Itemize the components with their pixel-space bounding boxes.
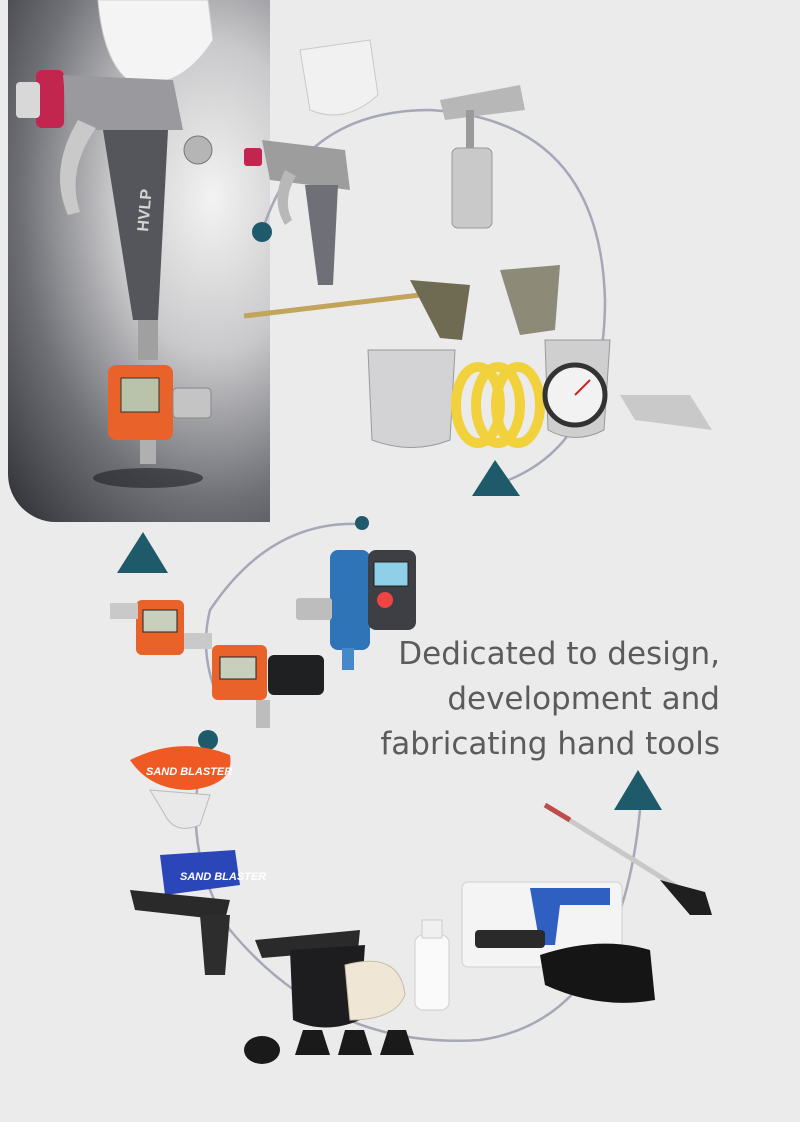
arrow-triangle-left [117,532,168,573]
long-blow-gun [543,802,712,915]
undercoating-gun [243,280,470,448]
sand-blaster-blue-label: SAND BLASTER [180,871,266,883]
suction-spray-gun [440,85,525,229]
teal-dot-lower [198,730,218,750]
sand-blaster-orange: SAND BLASTER [130,746,232,829]
arrow-triangle-top-right [472,460,520,496]
company-tagline: Dedicated to design, development and fab… [380,632,720,767]
undercoating-set [244,919,450,1064]
tagline-line-2: development and [447,681,720,717]
tagline-line-1: Dedicated to design, [398,636,720,672]
coil-hose [451,362,545,448]
orange-digital-regulator-1 [110,600,212,655]
gravity-spray-gun [244,39,379,285]
tire-inflator [500,265,712,438]
tagline-line-3: fabricating hand tools [380,726,720,762]
hero-spray-gun-photo: HVLP [8,0,270,522]
sand-blaster-orange-label: SAND BLASTER [146,766,232,778]
arrow-triangle-right [614,770,662,810]
blue-digital-regulator [296,550,416,670]
gun-brand-label: HVLP [135,188,156,232]
middle-arc [204,522,361,691]
teal-dot-top [252,222,272,242]
orange-digital-regulator-2 [212,645,324,728]
teal-dot-middle [355,516,369,530]
vacuum-blow-gun-kit [461,881,655,1003]
sand-blaster-blue: SAND BLASTER [130,850,266,975]
